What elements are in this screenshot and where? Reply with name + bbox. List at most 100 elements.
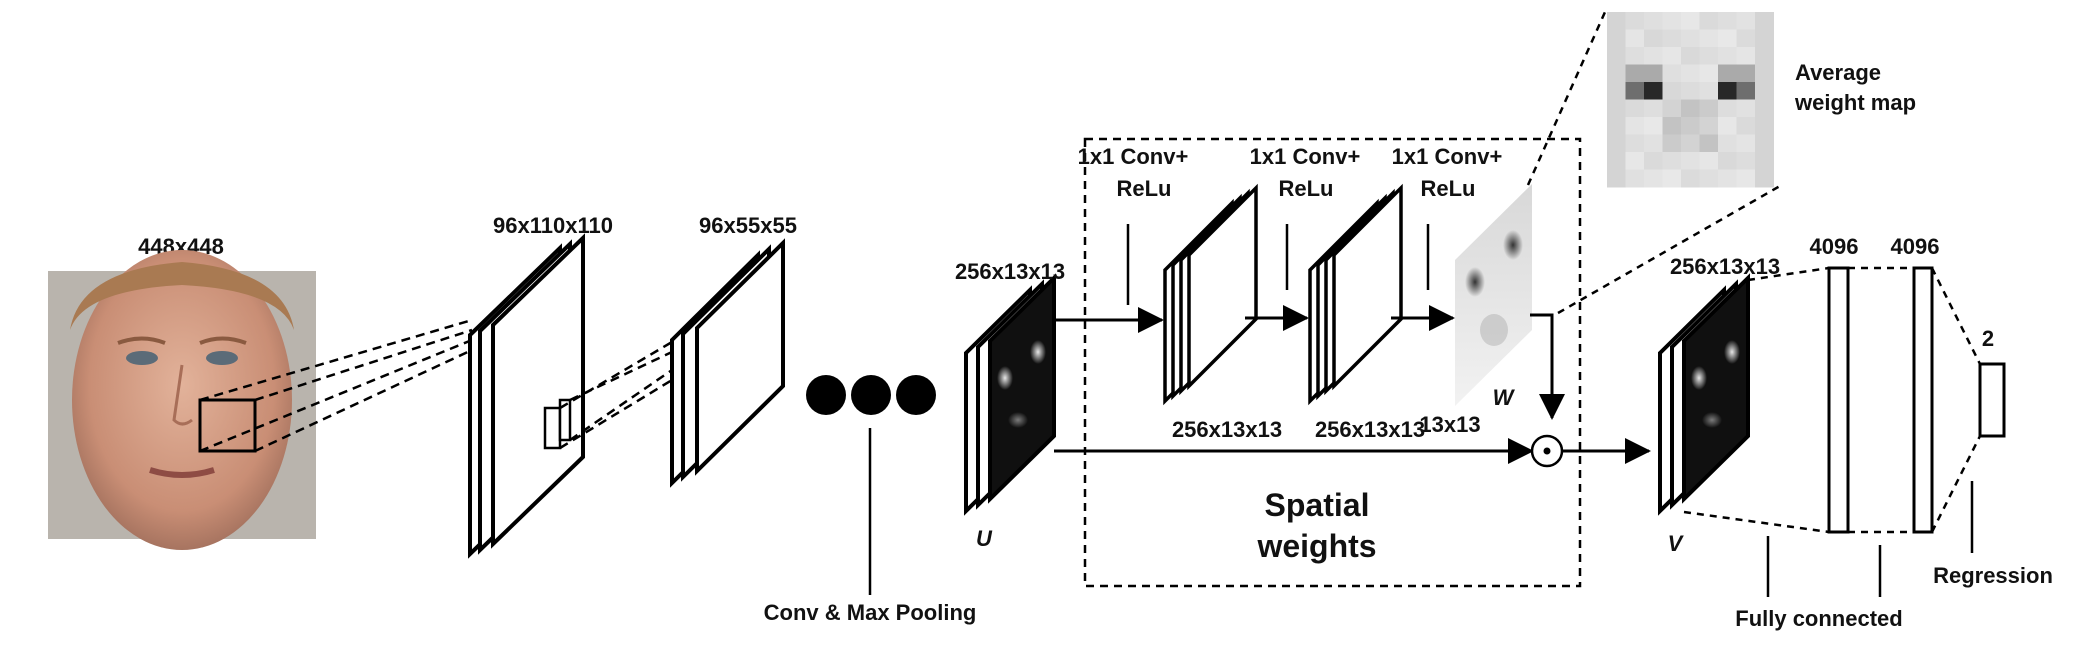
ellipsis-dots [806, 375, 936, 415]
projection-lines-1 [199, 318, 473, 453]
feature-v-size-label: 256x13x13 [1670, 254, 1780, 279]
weight-map-cell [1662, 99, 1682, 118]
spatial-box-label-line2: weights [1256, 528, 1376, 564]
weight-map-cell [1644, 117, 1663, 135]
pool1-feature-stack [670, 238, 785, 488]
conv1-size-label: 96x110x110 [493, 213, 613, 238]
weight-map-cell [1644, 12, 1663, 30]
weight-map-cell [1699, 169, 1719, 188]
fc2-layer [1912, 266, 1934, 534]
weight-map-cell [1681, 12, 1700, 30]
weight-map-cell [1699, 117, 1719, 135]
weight-map-cell [1681, 134, 1700, 153]
weight-map-cell [1625, 99, 1645, 118]
conv-pool-label: Conv & Max Pooling [764, 600, 977, 625]
spatial-weights-box [1083, 137, 1582, 588]
weight-map-cell [1699, 64, 1719, 83]
fc2-size-label: 4096 [1891, 234, 1940, 259]
weight-map-cell [1736, 134, 1756, 153]
weight-map-cell [1607, 152, 1626, 170]
weight-map-cell [1681, 29, 1700, 48]
weight-map-cell [1755, 82, 1774, 100]
weight-map-cell [1699, 12, 1719, 30]
feature-u-symbol: U [976, 526, 993, 551]
weight-map-cell [1718, 117, 1737, 135]
weight-map-cell [1755, 64, 1774, 83]
weight-map-cell [1644, 134, 1663, 153]
weight-map-cell [1755, 12, 1774, 30]
weight-map-cell [1625, 169, 1645, 188]
spatial-conv1-stack [1163, 183, 1258, 406]
weight-map-cell [1736, 47, 1756, 65]
spatial-conv2-label-line2: ReLu [1279, 176, 1334, 201]
weight-map-cell [1662, 169, 1682, 188]
fc-group-label: Fully connected [1735, 606, 1902, 631]
weight-map-cell [1662, 152, 1682, 170]
weight-map-cell [1755, 47, 1774, 65]
weight-map-cell [1755, 99, 1774, 118]
feature-map-u [964, 273, 1056, 516]
elementwise-product-node [1530, 434, 1564, 468]
input-image-group: 448x448 [48, 234, 316, 550]
weight-map-cell [1644, 152, 1663, 170]
spatial-conv1-label-line1: 1x1 Conv+ [1078, 144, 1189, 169]
projection-lines-fc [1683, 266, 1982, 534]
weight-map-cell [1625, 152, 1645, 170]
average-weight-map [1607, 12, 1774, 188]
weight-map-cell [1736, 99, 1756, 118]
weight-map-cell [1736, 169, 1756, 188]
weight-map-cell [1755, 169, 1774, 188]
weight-map-cell [1718, 99, 1737, 118]
weight-map-cell [1644, 47, 1663, 65]
weight-map-cell [1681, 47, 1700, 65]
weight-map-cell [1736, 29, 1756, 48]
spatial-conv3-label-line1: 1x1 Conv+ [1392, 144, 1503, 169]
projection-lines-2 [559, 340, 673, 450]
weight-map-cell [1736, 64, 1756, 83]
weight-map-cell [1607, 82, 1626, 100]
weight-map-cell [1625, 117, 1645, 135]
weight-map-cell [1607, 134, 1626, 153]
input-face-image [48, 250, 316, 550]
weight-map-cell [1681, 117, 1700, 135]
weight-map-cell [1644, 99, 1663, 118]
weight-map-cell [1755, 29, 1774, 48]
weight-map-cell [1625, 64, 1645, 83]
weight-map-cell [1699, 134, 1719, 153]
weight-map-cell [1607, 29, 1626, 48]
weight-map-cell [1681, 152, 1700, 170]
spatial-box-label-line1: Spatial [1265, 487, 1370, 523]
weight-map-cell [1625, 29, 1645, 48]
output-size-label: 2 [1982, 326, 1994, 351]
weight-map-cell [1662, 134, 1682, 153]
feature-map-v [1658, 273, 1750, 516]
weight-map-cell [1736, 82, 1756, 100]
weight-map-cell [1625, 134, 1645, 153]
weight-map-cell [1681, 99, 1700, 118]
fc1-layer [1827, 266, 1850, 534]
arrow-w-to-product [1530, 313, 1565, 420]
fc1-size-label: 4096 [1810, 234, 1859, 259]
weight-map-cell [1718, 12, 1737, 30]
weight-map-cell [1644, 29, 1663, 48]
weight-map-cell [1607, 12, 1626, 30]
spatial-conv2-label-line1: 1x1 Conv+ [1250, 144, 1361, 169]
spatial-conv2-size: 256x13x13 [1315, 417, 1425, 442]
weight-map-cell [1755, 134, 1774, 153]
weight-map-cell [1718, 64, 1737, 83]
weight-map-cell [1625, 82, 1645, 100]
weight-map-cell [1699, 99, 1719, 118]
weight-map-label-line2: weight map [1794, 90, 1916, 115]
weight-map-cell [1699, 152, 1719, 170]
weight-map-cell [1607, 64, 1626, 83]
weight-map-cell [1662, 64, 1682, 83]
weight-map-cell [1681, 82, 1700, 100]
weight-map-cell [1625, 12, 1645, 30]
weight-map-cell [1736, 117, 1756, 135]
weight-map-cell [1662, 117, 1682, 135]
weight-map-cell [1662, 29, 1682, 48]
conv1-feature-stack [468, 233, 585, 559]
pool1-size-label: 96x55x55 [699, 213, 797, 238]
weight-map-cell [1662, 82, 1682, 100]
